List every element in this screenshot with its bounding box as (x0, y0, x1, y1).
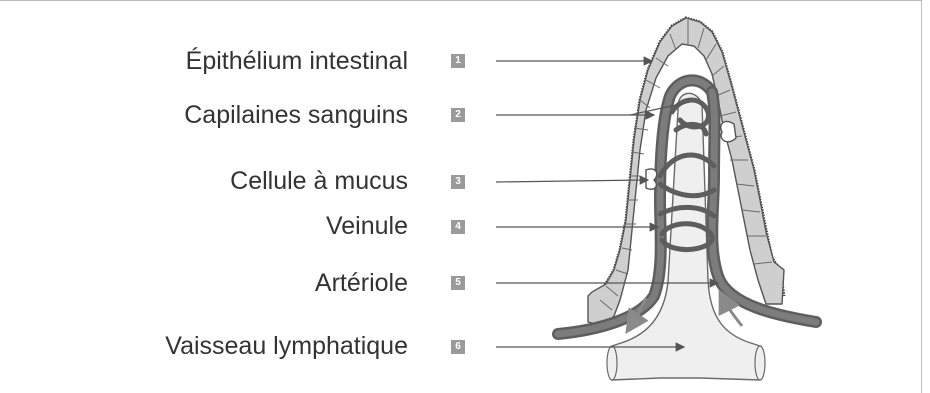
mucus-cell (646, 169, 657, 189)
lymph-end-left (607, 346, 617, 380)
lymph-end-right (755, 346, 765, 380)
mucus-cell-right (721, 122, 736, 142)
